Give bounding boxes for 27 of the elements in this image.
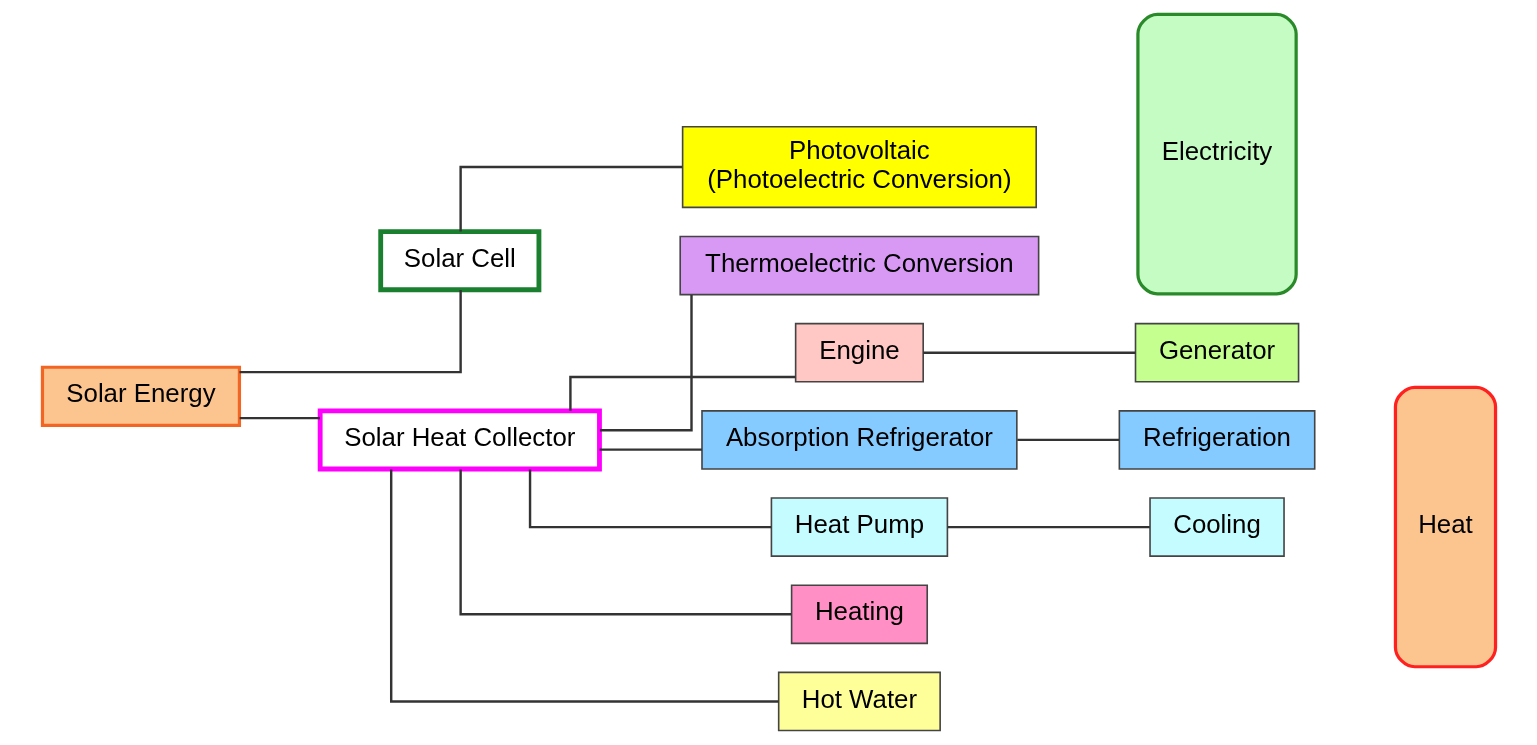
node-box: Refrigeration xyxy=(1118,410,1315,470)
node-box: Solar Heat Collector xyxy=(317,408,602,472)
connector xyxy=(458,165,682,232)
connector xyxy=(239,416,320,420)
node-box: Solar Cell xyxy=(377,229,541,293)
connector xyxy=(599,295,693,432)
connector xyxy=(458,469,791,616)
connector xyxy=(389,469,778,703)
node-box: Generator xyxy=(1134,322,1299,383)
node-box: Heat xyxy=(1393,385,1497,669)
connector xyxy=(599,448,702,451)
node-box: Heating xyxy=(790,584,928,645)
node-box: Engine xyxy=(794,322,924,383)
node-box: Photovoltaic (Photoelectric Conversion) xyxy=(681,125,1037,209)
node-box: Hot Water xyxy=(777,671,941,732)
connector xyxy=(1016,438,1119,442)
connector xyxy=(528,469,771,529)
connector xyxy=(568,375,795,411)
node-box: Cooling xyxy=(1148,497,1285,557)
node-box: Thermoelectric Conversion xyxy=(678,235,1039,296)
node-box: Solar Energy xyxy=(40,365,241,427)
node-box: Absorption Refrigerator xyxy=(700,410,1018,470)
connector xyxy=(922,351,1135,354)
connector xyxy=(947,525,1150,529)
node-box: Electricity xyxy=(1135,12,1298,296)
node-box: Heat Pump xyxy=(770,497,948,557)
connector xyxy=(238,289,462,374)
